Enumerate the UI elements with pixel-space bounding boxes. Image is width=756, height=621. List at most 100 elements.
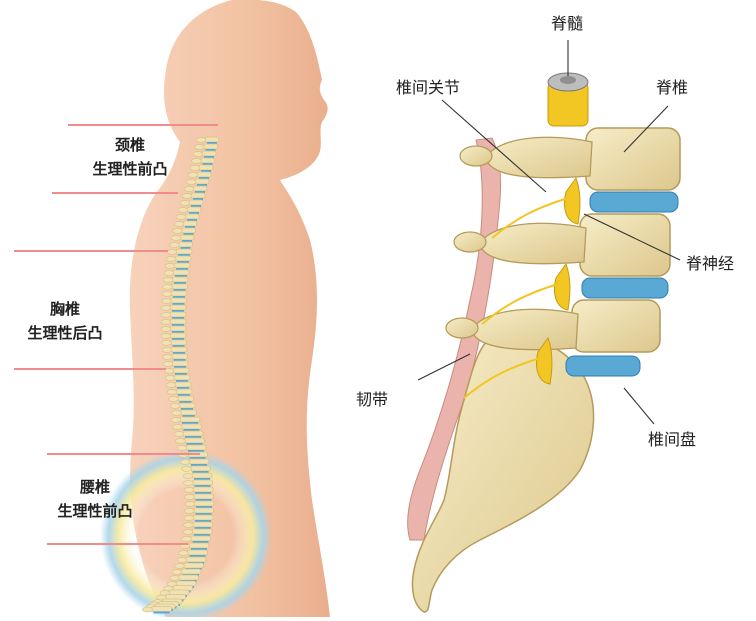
label-thoracic-curve: 生理性后凸	[27, 324, 103, 342]
spine-process	[163, 368, 175, 374]
spine-vertebra	[151, 606, 172, 612]
spine-vertebra	[190, 535, 211, 542]
nerve-root	[564, 176, 581, 225]
spine-process	[165, 256, 177, 262]
spine-disc	[195, 520, 211, 522]
spine-vertebra	[180, 568, 202, 575]
spine-process	[181, 193, 193, 199]
spine-disc	[185, 226, 195, 228]
spine-process	[178, 550, 189, 556]
spine-disc	[153, 611, 170, 614]
label-thoracic: 胸椎 生理性后凸	[6, 302, 124, 341]
spine-process	[175, 214, 187, 220]
spine-process	[169, 403, 181, 409]
spine-process	[179, 459, 191, 465]
spine-vertebra	[198, 164, 214, 171]
label-disc: 椎间盘	[648, 430, 697, 449]
spine-disc	[191, 548, 207, 550]
spine-disc	[196, 506, 212, 508]
spine-vertebra	[179, 234, 195, 241]
body-spine	[142, 136, 220, 614]
spine-disc	[172, 324, 184, 326]
spine-process	[179, 200, 191, 206]
spine-process	[172, 228, 183, 234]
spine-vertebra	[173, 374, 191, 381]
spine-vertebra	[185, 444, 207, 451]
spine-vertebra	[192, 479, 213, 486]
spine-disc	[188, 450, 204, 452]
spine-vertebra	[200, 157, 215, 164]
leader-disc	[623, 387, 655, 425]
spine-vertebra	[178, 402, 196, 409]
spine-process	[170, 417, 182, 423]
spine-disc	[195, 499, 212, 501]
spine-vertebra	[190, 465, 211, 472]
spine-vertebra	[190, 192, 206, 199]
spine-process	[165, 382, 177, 388]
spine-process	[176, 557, 188, 563]
spinal-cord-core	[560, 76, 576, 84]
intervertebral-disc	[589, 191, 679, 213]
spine-process	[160, 312, 172, 318]
nerve-root	[536, 336, 553, 385]
spinous-process	[453, 231, 487, 253]
spine-disc	[199, 177, 209, 179]
vertebral-arch	[485, 136, 593, 179]
spine-vertebra	[169, 304, 187, 311]
spine-disc	[181, 408, 193, 410]
spine-vertebra	[181, 423, 202, 430]
spine-process	[189, 165, 201, 171]
spine-vertebra	[188, 458, 210, 465]
spine-disc	[194, 485, 211, 487]
spine-process	[172, 424, 183, 430]
spine-vertebra	[172, 367, 190, 374]
spine-vertebra	[196, 171, 212, 178]
vertebral-body	[579, 213, 671, 277]
spine-disc	[194, 527, 211, 529]
spine-process	[162, 354, 173, 360]
leader-ligament	[417, 353, 471, 381]
spine-vertebra	[188, 199, 204, 206]
intervertebral-discs	[565, 191, 679, 377]
label-spinal-nerve: 脊神经	[686, 254, 735, 273]
spine-process	[192, 151, 204, 157]
spine-process	[171, 569, 183, 575]
spine-disc	[185, 436, 201, 438]
spine-disc	[172, 338, 184, 340]
spine-process	[163, 270, 175, 276]
spine-disc	[187, 219, 197, 221]
spine-disc	[180, 247, 191, 249]
spine-disc	[189, 555, 206, 557]
region-marker-lines	[14, 124, 218, 545]
spine-process	[181, 536, 192, 542]
spine-disc	[172, 331, 184, 333]
spine-disc	[195, 492, 211, 494]
spine-vertebra	[169, 318, 187, 325]
spine-disc	[202, 163, 213, 165]
vertebral-body	[585, 127, 681, 191]
spine-vertebra	[180, 409, 197, 416]
spine-vertebra	[179, 416, 201, 423]
label-facet-joint: 椎间关节	[396, 78, 461, 97]
spine-disc	[207, 142, 217, 144]
spine-process	[170, 235, 182, 241]
spine-disc	[183, 429, 200, 431]
label-vertebra: 脊椎	[656, 78, 689, 97]
spine-vertebra	[188, 542, 210, 549]
spine-process	[142, 606, 153, 613]
spine-process	[187, 172, 199, 178]
spine-vertebra	[182, 430, 204, 437]
spine-vertebra	[175, 388, 193, 395]
spine-disc	[173, 352, 185, 354]
spine-vertebra	[191, 528, 213, 535]
label-cervical-name: 颈椎	[114, 136, 145, 154]
spine-process	[174, 563, 185, 569]
spine-process	[168, 396, 179, 402]
spine-disc	[182, 422, 198, 424]
spine-process	[161, 298, 172, 304]
spine-process	[160, 333, 172, 339]
spine-disc	[192, 541, 209, 543]
lumbar-vertebrae	[445, 127, 681, 353]
leader-facet-joint	[441, 99, 547, 193]
